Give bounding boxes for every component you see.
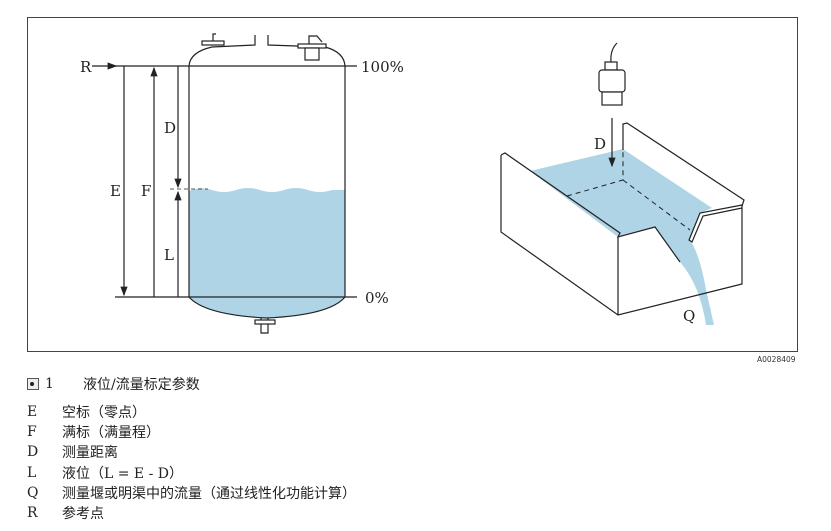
legend-key: E (27, 404, 38, 421)
legend-key: F (27, 424, 37, 441)
legend-text: 空标（零点） (62, 405, 146, 422)
legend-key: D (27, 444, 39, 461)
legend-text: 测量堰或明渠中的流量（通过线性化功能计算） (62, 485, 356, 502)
legend-text: 参考点 (62, 506, 104, 523)
calibration-figure: R D E F L 100% 0% D Q (27, 17, 798, 352)
legend-key: L (27, 464, 37, 481)
legend-text: 液位（L = E - D） (62, 465, 184, 482)
legend-key: R (27, 505, 38, 522)
label-e: E (110, 182, 121, 200)
legend-text: 测量距离 (62, 445, 118, 462)
legend-item: F 满标（满量程） (27, 422, 356, 442)
legend-item: R 参考点 (27, 503, 356, 523)
figure-frame (27, 17, 798, 352)
tank-water (189, 188, 345, 318)
label-q: Q (683, 307, 695, 325)
label-100-percent: 100% (361, 58, 404, 76)
legend-text: 满标（满量程） (62, 425, 160, 442)
legend-item: L 液位（L = E - D） (27, 463, 356, 483)
label-f: F (141, 182, 151, 200)
legend-item: Q 测量堰或明渠中的流量（通过线性化功能计算） (27, 483, 356, 503)
label-d-channel: D (594, 135, 606, 153)
figure-caption: 1 液位/流量标定参数 (27, 374, 200, 394)
figure-icon (27, 378, 39, 390)
figure-title: 液位/流量标定参数 (83, 377, 200, 393)
figure-id: A0028409 (757, 355, 796, 364)
channel-water (530, 149, 714, 325)
legend-item: E 空标（零点） (27, 402, 356, 422)
figure-number: 1 (45, 376, 54, 392)
label-r: R (80, 58, 92, 76)
label-0-percent: 0% (365, 289, 389, 307)
tank-diagram (92, 33, 357, 334)
label-l: L (164, 246, 174, 264)
legend-key: Q (27, 484, 39, 501)
legend-list: E 空标（零点） F 满标（满量程） D 测量距离 L 液位（L = E - D） Q 测… (27, 402, 356, 523)
channel-diagram (500, 42, 745, 325)
label-d: D (164, 119, 176, 137)
legend-item: D 测量距离 (27, 442, 356, 462)
